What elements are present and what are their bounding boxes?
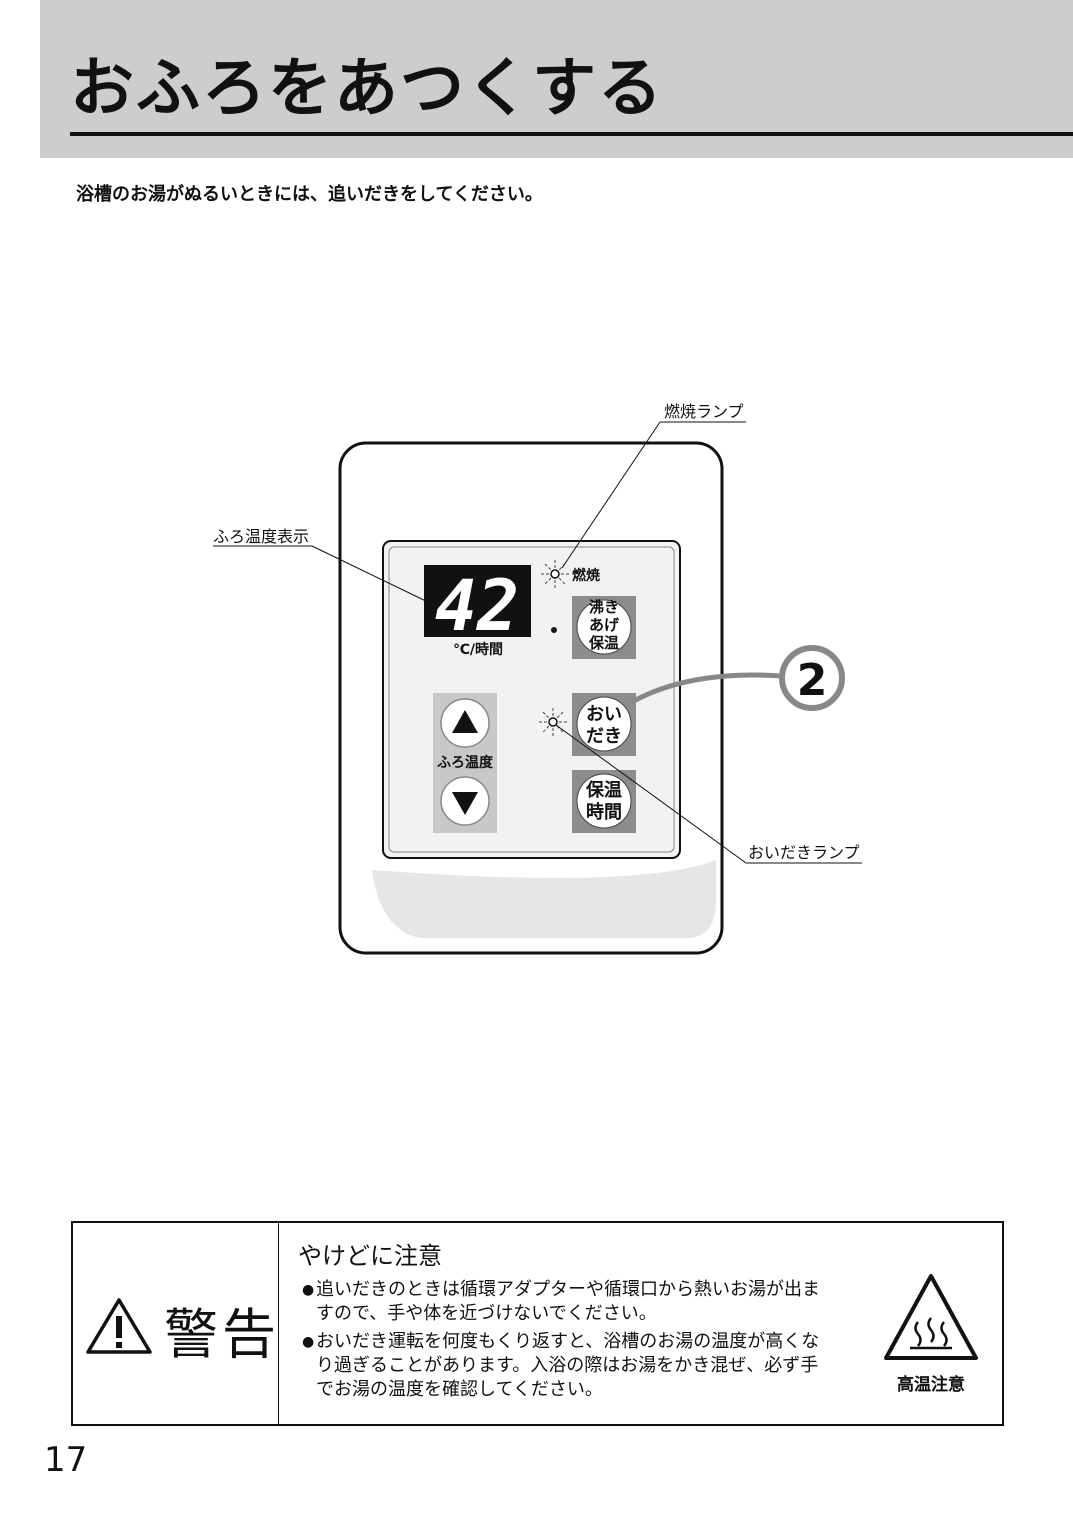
- step-number-badge: [779, 645, 845, 711]
- page-title: おふろをあつくする: [70, 52, 664, 126]
- intro-text: 浴槽のお湯がぬるいときには、追いだきをしてください。: [76, 184, 543, 205]
- title-rule: [70, 132, 1073, 136]
- boil-indicator-dot: [551, 627, 557, 633]
- step-pointer-line: [630, 672, 783, 705]
- header-band: [40, 0, 1073, 158]
- warning-item-text: おいだき運転を何度もくり返すと、浴槽のお湯の温度が高くなり過ぎることがあります。…: [316, 1331, 820, 1400]
- bath-temp-display: [424, 565, 531, 637]
- page-number: 17: [44, 1440, 88, 1480]
- combustion-callout-line: [561, 421, 661, 569]
- bullet: ●: [302, 1334, 315, 1350]
- warning-box: [71, 1221, 1004, 1426]
- triangle-down-icon: [452, 792, 478, 815]
- combustion-lamp-callout: 燃焼ランプ: [664, 402, 744, 421]
- display-digits: 42: [435, 565, 519, 647]
- bath-temp-display-callout: ふろ温度表示: [213, 527, 309, 546]
- keep-button-label-1: 保温: [585, 779, 622, 801]
- triangle-up-icon: [452, 710, 478, 733]
- hot-caution-label: 高温注意: [897, 1375, 965, 1395]
- warning-divider: [278, 1221, 279, 1426]
- step-number: 2: [797, 655, 828, 706]
- reheat-button-label-2: だき: [586, 726, 622, 747]
- warning-triangle-icon: [86, 1298, 152, 1354]
- housing-highlight: [372, 860, 716, 938]
- warning-heading: やけどに注意: [298, 1242, 442, 1270]
- warning-item-2: ● おいだき運転を何度もくり返すと、浴槽のお湯の温度が高くなり過ぎることがありま…: [302, 1330, 832, 1402]
- boil-button-label-2: あげ: [589, 616, 620, 634]
- boil-button-label-1: 沸き: [589, 598, 619, 616]
- bath-temp-label: ふろ温度: [437, 754, 494, 771]
- keep-button-label-2: 時間: [586, 802, 622, 823]
- reheat-lamp-callout: おいだきランプ: [748, 843, 860, 862]
- display-callout-line: [311, 545, 433, 605]
- reheat-callout-line: [555, 724, 747, 864]
- warning-item-1: ● 追いだきのときは循環アダプターや循環口から熱いお湯が出ますので、手や体を近づ…: [302, 1278, 832, 1326]
- warning-label: 警告: [164, 1303, 280, 1366]
- combustion-label: 燃焼: [572, 567, 600, 584]
- remote-control-diagram: 42 ℃/時間 燃焼 沸き あげ 保温 ふろ温度 おい だき 保温 時間 燃焼ラ…: [213, 402, 862, 955]
- bullet: ●: [302, 1282, 315, 1298]
- hot-surface-icon: [884, 1274, 978, 1360]
- boil-button-label-3: 保温: [588, 634, 619, 652]
- warning-item-text: 追いだきのときは循環アダプターや循環口から熱いお湯が出ますので、手や体を近づけな…: [316, 1279, 820, 1324]
- reheat-button-label-1: おい: [586, 704, 622, 725]
- display-unit: ℃/時間: [453, 641, 503, 658]
